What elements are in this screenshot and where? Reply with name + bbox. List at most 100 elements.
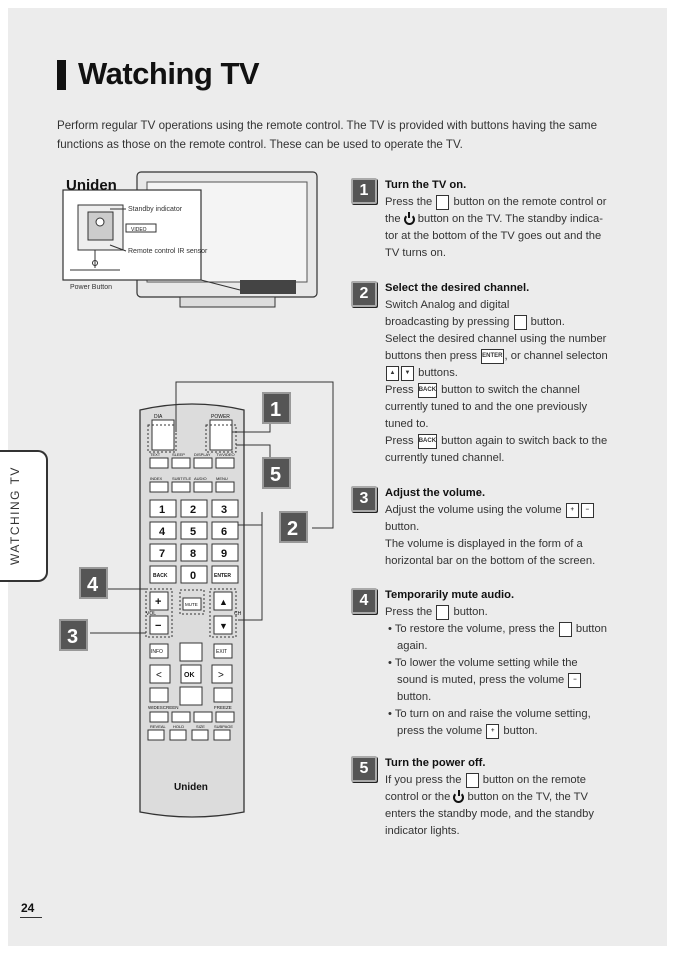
step-5-l3: enters the standby mode, and the standby (385, 808, 594, 820)
step-2-l7: currently tuned to and the one previousl… (385, 401, 588, 413)
step-1-l2b: button on the TV. The standby indica- (417, 213, 603, 225)
step-5-l2a: control or the (385, 791, 451, 803)
callout-1-bg (262, 392, 291, 424)
tv-illustration: Uniden VIDEO Standby indicator Remote co… (62, 171, 318, 308)
step-2-l4b: , or channel selecton (504, 350, 608, 362)
remote-navigation: INFO EXIT < OK > (149, 642, 233, 706)
step-2-l9b: button again to switch back to the (441, 435, 608, 447)
power-key-icon-2 (465, 772, 479, 788)
title-marker (57, 60, 66, 90)
step-2-l1: Switch Analog and digital (385, 299, 510, 311)
power-icon-2 (453, 789, 465, 803)
remote-vol-label: VOL (146, 611, 156, 617)
remote-row2: INDEX SUBTITLE AUDIO MENU (149, 476, 235, 493)
remote-digit-2: 2 (190, 504, 196, 516)
remote-row1: TEXT SLEEP DISPLAY TV/VIDEO (149, 452, 235, 469)
remote-vol-plus-text: + (155, 596, 161, 608)
callout-3-bg (59, 619, 88, 651)
step-2-l6a: Press (385, 384, 414, 396)
remote-size-label: SIZE (196, 724, 205, 729)
remote-ok-label: OK (184, 672, 195, 679)
remote-right-text: > (218, 670, 224, 681)
intro-paragraph: Perform regular TV operations using the … (57, 119, 598, 151)
step-2-l6b: button to switch the channel (441, 384, 580, 396)
callout-4-bg (79, 567, 108, 599)
remote-exit-label: EXIT (216, 649, 227, 655)
mute-key-icon-2 (558, 621, 572, 637)
step-5-l2b: button on the TV, the TV (467, 791, 588, 803)
remote-mute-label: MUTE (185, 602, 198, 607)
remote-widescreen-label: WIDESCREEN (148, 705, 179, 710)
callout-5: 5 (270, 464, 281, 486)
remote-digit-7: 7 (159, 548, 165, 560)
step-5-heading: Turn the power off. (385, 757, 486, 769)
step-3-badge: 3 (351, 486, 377, 512)
tv-standby-label: Standby indicator (128, 206, 183, 213)
remote-left-text: < (156, 670, 162, 681)
remote-subpage-label: SUBPAGE (214, 724, 233, 729)
callout-3: 3 (67, 626, 78, 648)
step-2-l2a: broadcasting by pressing (385, 316, 510, 328)
step-5-l4: indicator lights. (385, 825, 460, 837)
step-4-b1c: again. (397, 640, 428, 652)
callout-2-bg (279, 511, 308, 543)
step-4-b3c: button. (503, 725, 538, 737)
step-2: 2 Select the desired channel. Switch Ana… (351, 280, 647, 467)
remote-row2-label-1: SUBTITLE (172, 476, 191, 481)
step-2-badge: 2 (351, 281, 377, 307)
remote-illustration: DIA POWER TEXT SLEEP DISPLAY TV/VIDEO IN… (139, 403, 245, 818)
page-number: 24 (21, 901, 35, 915)
step-3-l4: horizontal bar on the bottom of the scre… (385, 555, 596, 567)
callout-5-bg (262, 457, 291, 489)
power-icon (403, 211, 415, 225)
enter-key-icon: ENTER (481, 348, 504, 364)
remote-dia-label: DIA (154, 414, 163, 420)
step-5-l1a: If you press the (385, 774, 462, 786)
step-3-l2: button. (385, 521, 420, 533)
step-4-b3a: • To turn on and raise the volume settin… (388, 708, 591, 720)
step-1-l1b: button on the remote control or (453, 196, 607, 208)
step-2-l3: Select the desired channel using the num… (385, 333, 607, 345)
back-key-icon-2: BACK (417, 433, 438, 449)
remote-info-label: INFO (151, 649, 163, 655)
remote-digit-1: 1 (159, 504, 165, 516)
step-4-b2c: button. (397, 691, 432, 703)
power-key-icon (436, 194, 450, 210)
tv-video-label: VIDEO (131, 227, 147, 233)
step-1-l1a: Press the (385, 196, 433, 208)
side-tab (0, 450, 48, 582)
remote-row2-label-2: AUDIO (194, 476, 207, 481)
step-2-heading: Select the desired channel. (385, 282, 530, 294)
tv-sensor-label: Remote control IR sensor (128, 248, 208, 255)
step-2-l5: buttons. (418, 367, 458, 379)
remote-digit-6: 6 (221, 526, 227, 538)
step-2-l10: currently tuned channel. (385, 452, 505, 464)
step-3-l3: The volume is displayed in the form of a (385, 538, 583, 550)
step-4-b2a: • To lower the volume setting while the (388, 657, 578, 669)
remote-vol-minus-text: − (155, 620, 161, 632)
remote-row2-label-3: MENU (216, 476, 228, 481)
vol-minus-key-icon-2: − (568, 672, 582, 688)
remote-vol-ch: + − VOL MUTE ▲ ▼ CH (145, 588, 242, 638)
vol-minus-key-icon: − (580, 502, 594, 518)
step-1-l3: tor at the bottom of the TV goes out and… (385, 230, 602, 242)
step-3-heading: Adjust the volume. (385, 487, 486, 499)
step-4-b1b: button (575, 623, 607, 635)
manual-page (8, 8, 667, 946)
remote-ch-down-text: ▼ (219, 621, 228, 631)
step-1-l2a: the (385, 213, 401, 225)
remote-freeze-label: FREEZE (214, 705, 232, 710)
remote-digit-5: 5 (190, 526, 196, 538)
remote-digit-8: 8 (190, 548, 196, 560)
remote-digit-3: 3 (221, 504, 227, 516)
step-4-b1a: • To restore the volume, press the (388, 623, 555, 635)
remote-row1-label-2: DISPLAY (194, 452, 211, 457)
back-key-icon: BACK (417, 382, 438, 398)
vol-plus-key-icon: + (565, 502, 579, 518)
step-2-l4a: buttons then press (385, 350, 478, 362)
vol-plus-key-icon-2: + (486, 723, 500, 739)
remote-power-label: POWER (211, 414, 230, 420)
step-2-l8: tuned to. (385, 418, 429, 430)
ch-up-key-icon: ▲ (386, 365, 399, 381)
remote-row1-label-0: TEXT (150, 452, 161, 457)
